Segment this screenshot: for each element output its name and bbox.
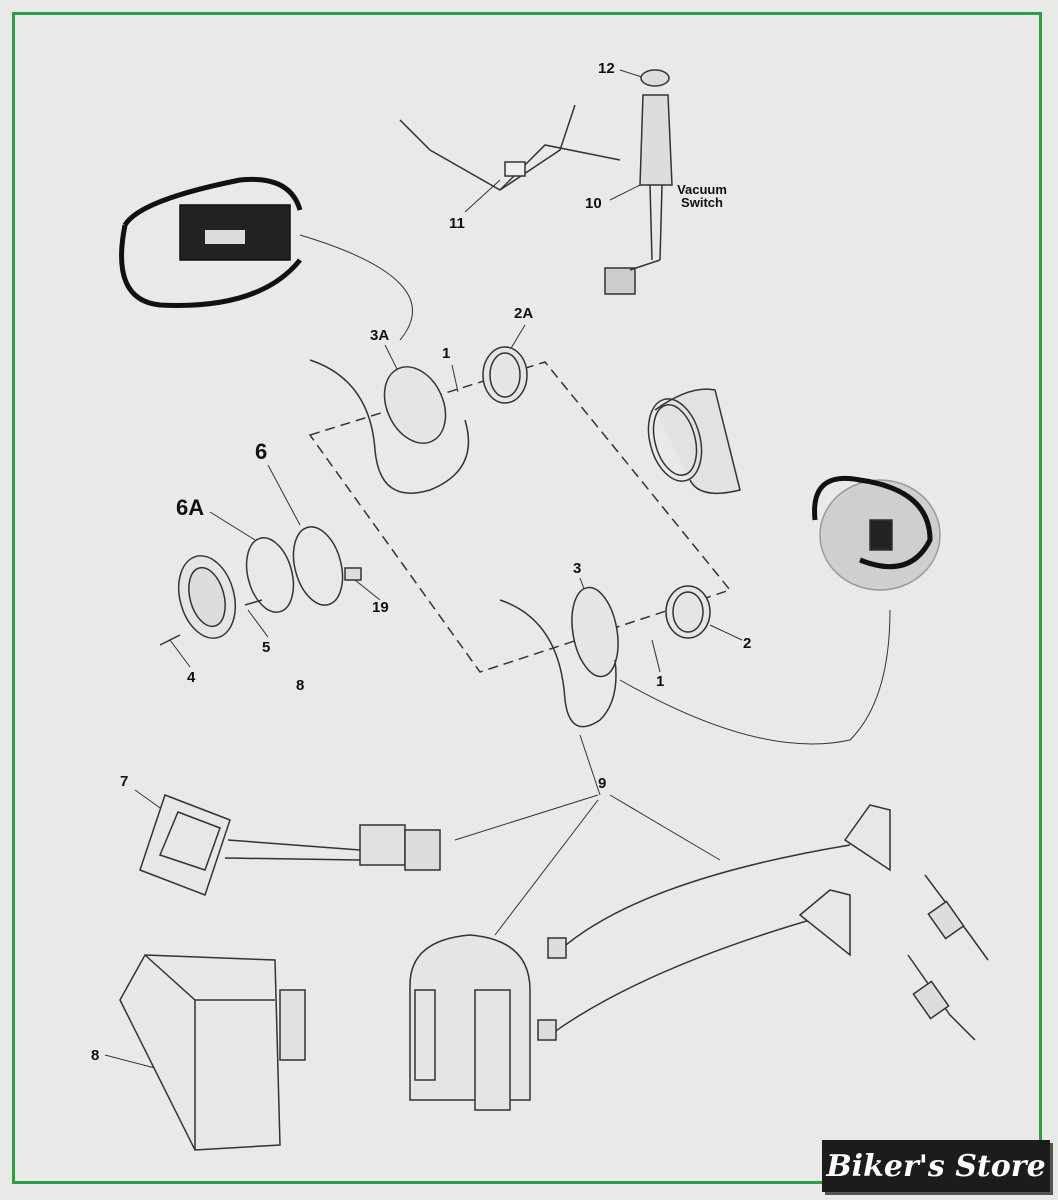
callout-8-lower: 8 [91,1047,100,1064]
spark-plug-wires [537,804,891,1041]
module-8 [119,954,306,1151]
assembly-dashed-outline [308,361,732,673]
bikers-store-logo: Biker's Store [822,1140,1050,1192]
callout-6: 6 [255,439,268,464]
callout-12: 12 [598,60,615,77]
timer-cover-parts [159,526,362,646]
ignition-coil [409,934,531,1111]
callout-19: 19 [372,599,389,616]
callout-1-upper: 1 [442,345,451,362]
module-7 [139,794,441,896]
callout-6a: 6A [176,495,205,520]
diagram-border [12,12,1042,1184]
sensor-plate-photo [812,475,941,591]
vacuum-switch-label: Vacuum Switch [677,182,727,210]
callout-2a: 2A [514,305,534,322]
sensor-plate-3 [499,585,711,728]
callout-3: 3 [573,560,582,577]
callout-1-lower: 1 [656,673,665,690]
spark-plugs [907,874,989,1041]
vacuum-switch [604,69,673,295]
callout-9: 9 [598,775,607,792]
callout-10: 10 [585,195,602,212]
callout-4: 4 [187,669,196,686]
cam-cover-housing [647,388,741,495]
callout-7: 7 [120,773,129,790]
callout-2: 2 [743,635,752,652]
callout-3a: 3A [370,327,390,344]
vacuum-hose-assembly [399,104,621,191]
callout-8-upper: 8 [296,677,305,694]
sensor-plate-3a [309,346,528,494]
callout-5: 5 [262,639,271,656]
ignition-module-photo [119,176,303,308]
callout-11: 11 [449,215,465,232]
